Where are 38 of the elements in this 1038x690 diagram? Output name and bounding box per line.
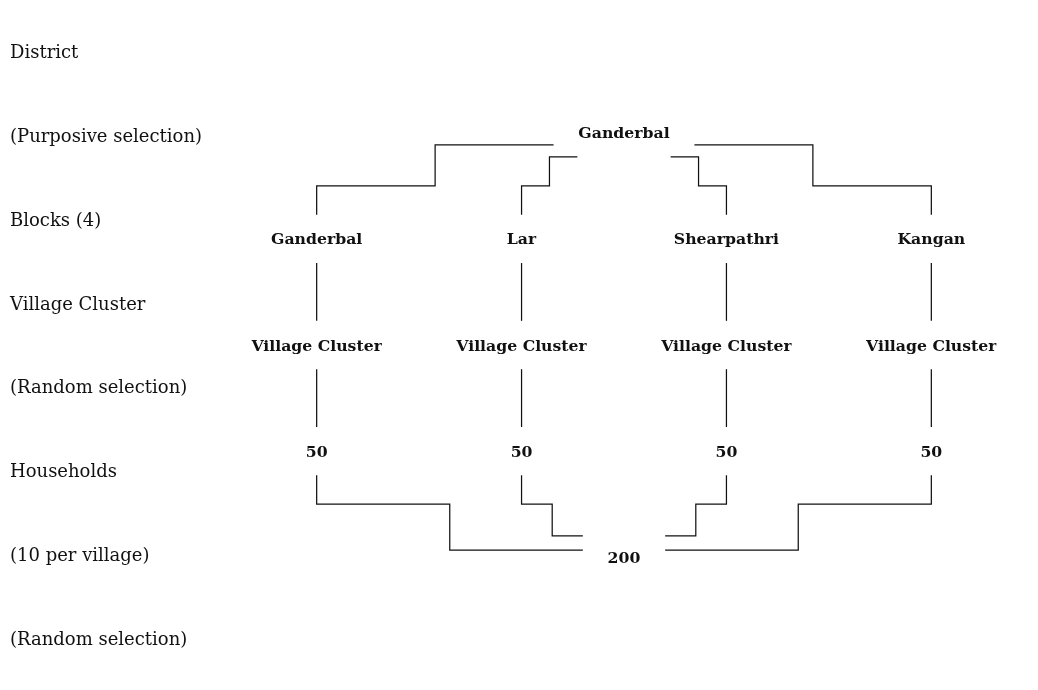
level-label: Households bbox=[10, 460, 118, 482]
node-text: Lar bbox=[506, 229, 537, 248]
node-text: 50 bbox=[920, 441, 943, 460]
connector bbox=[316, 368, 318, 428]
node-text: Shearpathri bbox=[673, 229, 780, 248]
connector bbox=[725, 368, 728, 428]
node-text: Ganderbal bbox=[271, 229, 363, 248]
connector bbox=[520, 368, 523, 428]
node-text: 50 bbox=[715, 441, 738, 460]
connector bbox=[930, 368, 932, 428]
connector bbox=[725, 262, 728, 322]
level-label: (Random selection) bbox=[10, 376, 189, 398]
node-text: Village Cluster bbox=[866, 335, 997, 354]
connector bbox=[693, 144, 932, 216]
level-label: Village Cluster bbox=[10, 292, 147, 314]
connector bbox=[664, 474, 728, 537]
level-label: (Purposive selection) bbox=[10, 125, 204, 147]
connector bbox=[520, 156, 578, 216]
node-text: Ganderbal bbox=[578, 123, 670, 142]
connector bbox=[316, 262, 318, 322]
connector bbox=[664, 474, 932, 551]
level-label: (10 per village) bbox=[10, 543, 151, 565]
connector bbox=[520, 474, 584, 537]
level-label: (Random selection) bbox=[10, 627, 189, 649]
node-text: Village Cluster bbox=[661, 335, 792, 354]
node-text: Kangan bbox=[897, 229, 966, 248]
connector bbox=[670, 156, 728, 216]
node-text: Village Cluster bbox=[251, 335, 382, 354]
connector bbox=[520, 262, 523, 322]
level-label: District bbox=[10, 41, 80, 63]
connector bbox=[316, 144, 555, 216]
node-text: 200 bbox=[607, 547, 641, 567]
node-text: Village Cluster bbox=[456, 335, 587, 354]
connector bbox=[316, 474, 584, 551]
node-text: 50 bbox=[305, 441, 328, 460]
level-label: Blocks (4) bbox=[10, 208, 103, 230]
node-text: 50 bbox=[510, 441, 533, 460]
connector bbox=[930, 262, 932, 322]
